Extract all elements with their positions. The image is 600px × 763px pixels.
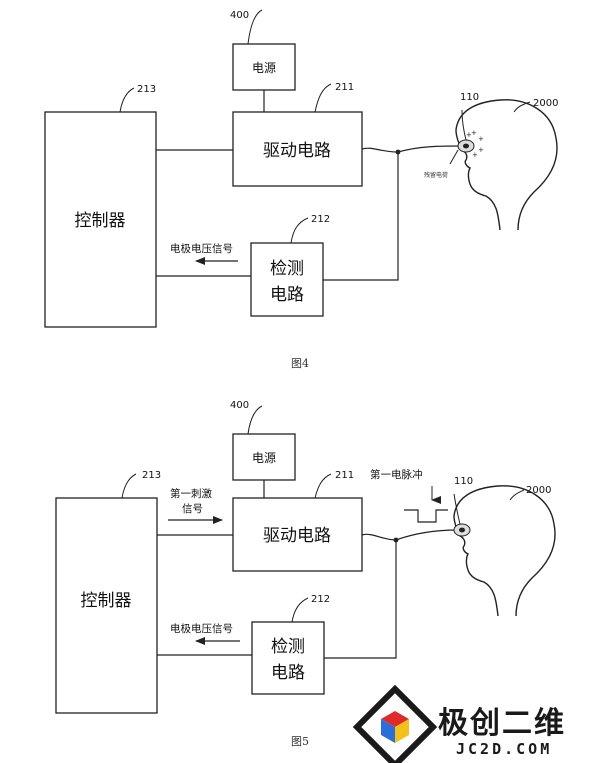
fig4-power-box bbox=[232, 43, 296, 91]
fig4-residual-leader bbox=[449, 149, 459, 165]
fig5-pulse-label: 第一电脉冲 bbox=[370, 468, 423, 481]
fig5-driver-ref-leader bbox=[314, 473, 332, 499]
fig5-stim-label-2: 信号 bbox=[182, 503, 203, 515]
fig4-detect-label-1: 检测 bbox=[270, 259, 304, 279]
fig5-controller-box bbox=[55, 497, 158, 714]
fig5-power-label: 电源 bbox=[252, 451, 276, 465]
fig4-residual-label: 残留电荷 bbox=[424, 171, 448, 179]
fig4-head-ref: 2000 bbox=[533, 98, 558, 109]
fig5-driver-label: 驱动电路 bbox=[263, 526, 331, 546]
figure-5: 电源 400 驱动电路 211 控制器 213 第一刺激 信号 检测 电路 21… bbox=[55, 400, 556, 748]
fig4-controller-ref: 213 bbox=[137, 84, 156, 95]
fig4-detect-ref: 212 bbox=[311, 214, 330, 225]
fig5-power-ref-leader bbox=[247, 405, 263, 435]
fig4-driver-box bbox=[232, 111, 363, 187]
fig4-electrode-wire bbox=[397, 145, 461, 153]
fig5-electrode-wire bbox=[395, 529, 459, 541]
fig5-controller-label: 控制器 bbox=[81, 591, 132, 611]
fig4-charge-plus-3: + bbox=[478, 146, 484, 154]
fig5-electrode-core bbox=[459, 527, 465, 533]
fig4-driver-ref-leader bbox=[314, 83, 332, 113]
fig5-head-ref-leader bbox=[509, 489, 525, 501]
fig5-electrode-ref-leader bbox=[453, 493, 461, 525]
fig5-head-outline bbox=[453, 485, 556, 617]
fig5-driver-ref: 211 bbox=[335, 470, 354, 481]
fig5-head-ref: 2000 bbox=[526, 485, 551, 496]
fig5-driver-out-wire bbox=[361, 533, 397, 541]
fig5-power-ref: 400 bbox=[230, 400, 249, 411]
watermark-cube-logo bbox=[352, 684, 438, 763]
fig4-detect-label-2: 电路 bbox=[270, 285, 304, 305]
fig4-detect-feedback-wire bbox=[323, 152, 399, 281]
figure-4: 电源 400 驱动电路 211 控制器 213 检测 电路 212 电极电压信号 bbox=[44, 9, 558, 370]
fig5-detect-ref-leader bbox=[291, 597, 309, 623]
fig5-caption: 图5 bbox=[291, 735, 309, 748]
fig4-charge-plus-1: + bbox=[471, 129, 477, 137]
fig4-signal-label: 电极电压信号 bbox=[170, 242, 233, 255]
fig4-charge-plus-5: + bbox=[466, 131, 472, 139]
fig4-detect-box bbox=[250, 242, 324, 317]
fig4-driver-label: 驱动电路 bbox=[263, 141, 331, 161]
fig5-pulse-waveform bbox=[404, 509, 448, 523]
fig5-detect-box bbox=[251, 621, 325, 695]
fig5-detect-feedback-wire bbox=[324, 540, 397, 659]
fig5-stim-label-1: 第一刺激 bbox=[170, 487, 212, 500]
fig4-caption: 图4 bbox=[291, 357, 309, 370]
fig4-controller-label: 控制器 bbox=[75, 211, 126, 231]
watermark-brand: 极创二维 bbox=[438, 706, 566, 741]
fig4-charge-plus-2: + bbox=[478, 135, 484, 143]
fig4-controller-ref-leader bbox=[119, 87, 135, 113]
fig4-charge-plus-4: + bbox=[472, 151, 478, 159]
fig5-signal-label: 电极电压信号 bbox=[170, 622, 233, 635]
watermark: 极创二维 JC2D.COM bbox=[352, 684, 566, 763]
fig4-head-outline bbox=[455, 99, 558, 231]
fig4-power-label: 电源 bbox=[252, 61, 276, 75]
fig4-driver-out-wire bbox=[361, 147, 399, 153]
fig4-electrode-ref: 110 bbox=[460, 92, 479, 103]
fig5-electrode-ref: 110 bbox=[454, 476, 473, 487]
fig5-power-box bbox=[232, 433, 296, 481]
fig4-power-ref-leader bbox=[247, 9, 263, 45]
fig5-controller-ref-leader bbox=[121, 473, 137, 499]
fig5-detect-label-1: 检测 bbox=[271, 637, 305, 657]
fig4-controller-box bbox=[44, 111, 157, 328]
fig5-detect-label-2: 电路 bbox=[271, 663, 305, 683]
fig4-electrode-core bbox=[463, 143, 469, 149]
fig5-detect-ref: 212 bbox=[311, 594, 330, 605]
fig4-head-ref-leader bbox=[513, 101, 531, 113]
fig4-power-ref: 400 bbox=[230, 10, 249, 21]
watermark-domain: JC2D.COM bbox=[456, 740, 552, 758]
fig4-electrode-ref-leader bbox=[461, 109, 467, 141]
fig5-controller-ref: 213 bbox=[142, 470, 161, 481]
fig4-detect-ref-leader bbox=[290, 217, 309, 244]
fig4-driver-ref: 211 bbox=[335, 82, 354, 93]
fig5-driver-box bbox=[232, 497, 363, 572]
